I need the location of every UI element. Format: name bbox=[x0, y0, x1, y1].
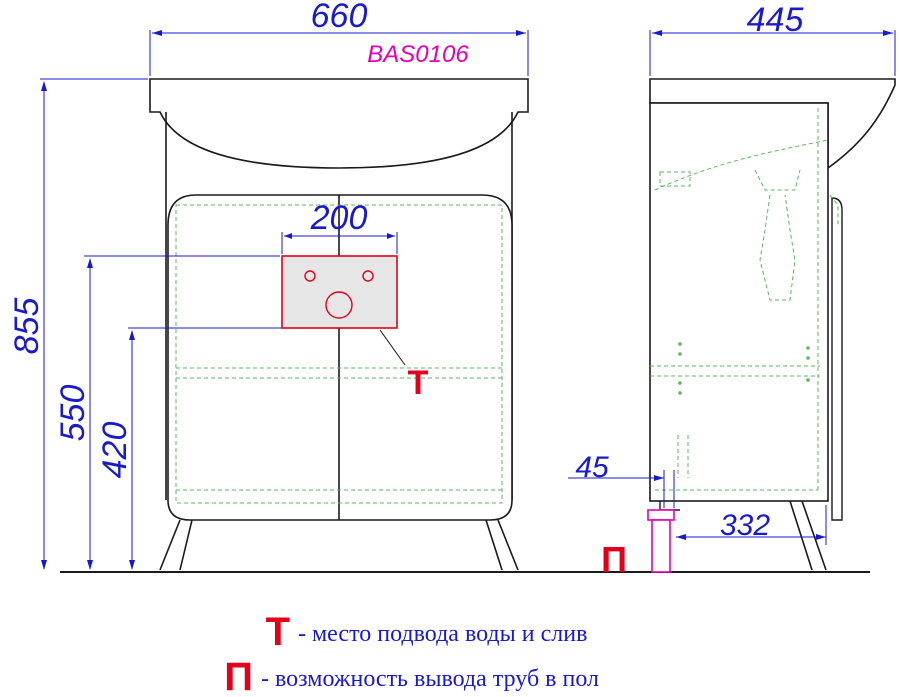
front-hidden-lines bbox=[175, 204, 503, 504]
side-dimension-arrows bbox=[652, 30, 893, 540]
mark-t-on-drawing: Т bbox=[408, 364, 429, 402]
dim-plate-width: 200 bbox=[310, 199, 368, 237]
side-view bbox=[647, 78, 896, 573]
side-leg-right bbox=[789, 500, 827, 571]
front-dimension-lines bbox=[40, 30, 529, 569]
dimension-arrows bbox=[41, 30, 526, 570]
drain-hole bbox=[325, 291, 353, 319]
legend-symbol-p: П bbox=[224, 655, 253, 697]
model-code: BAS0106 bbox=[367, 41, 469, 68]
dim-height-drain: 420 bbox=[96, 422, 134, 479]
side-cabinet bbox=[649, 102, 829, 502]
outlet-hole-right bbox=[362, 270, 374, 282]
dim-front-width: 660 bbox=[311, 0, 368, 35]
front-doors bbox=[167, 194, 513, 521]
dim-side-depth: 445 bbox=[747, 1, 804, 39]
legend-symbol-t: Т bbox=[266, 610, 290, 654]
outlet-plate bbox=[281, 255, 398, 329]
floor-pipe bbox=[647, 509, 675, 573]
front-leg-left bbox=[159, 519, 193, 571]
legend-text-t: - место подвода воды и слив bbox=[298, 621, 587, 647]
dim-height-outlet: 550 bbox=[54, 385, 92, 442]
mark-p-on-drawing: П bbox=[601, 539, 627, 580]
dim-pipe-offset: 45 bbox=[575, 451, 609, 484]
legend: Т - место подвода воды и слив П - возмож… bbox=[224, 610, 599, 697]
front-basin bbox=[149, 78, 529, 169]
legend-text-p: - возможность вывода труб в пол bbox=[261, 666, 599, 692]
side-dimension-lines bbox=[568, 30, 896, 545]
dim-height-total: 855 bbox=[8, 298, 46, 355]
side-hole-marks bbox=[678, 342, 810, 395]
side-door bbox=[831, 197, 843, 521]
dim-pipe-distance: 332 bbox=[720, 509, 770, 542]
front-leg-right bbox=[485, 519, 519, 571]
side-leg-left bbox=[659, 501, 680, 511]
side-hidden-lines bbox=[650, 108, 839, 491]
outlet-hole-left bbox=[304, 270, 316, 282]
front-view bbox=[149, 78, 529, 571]
